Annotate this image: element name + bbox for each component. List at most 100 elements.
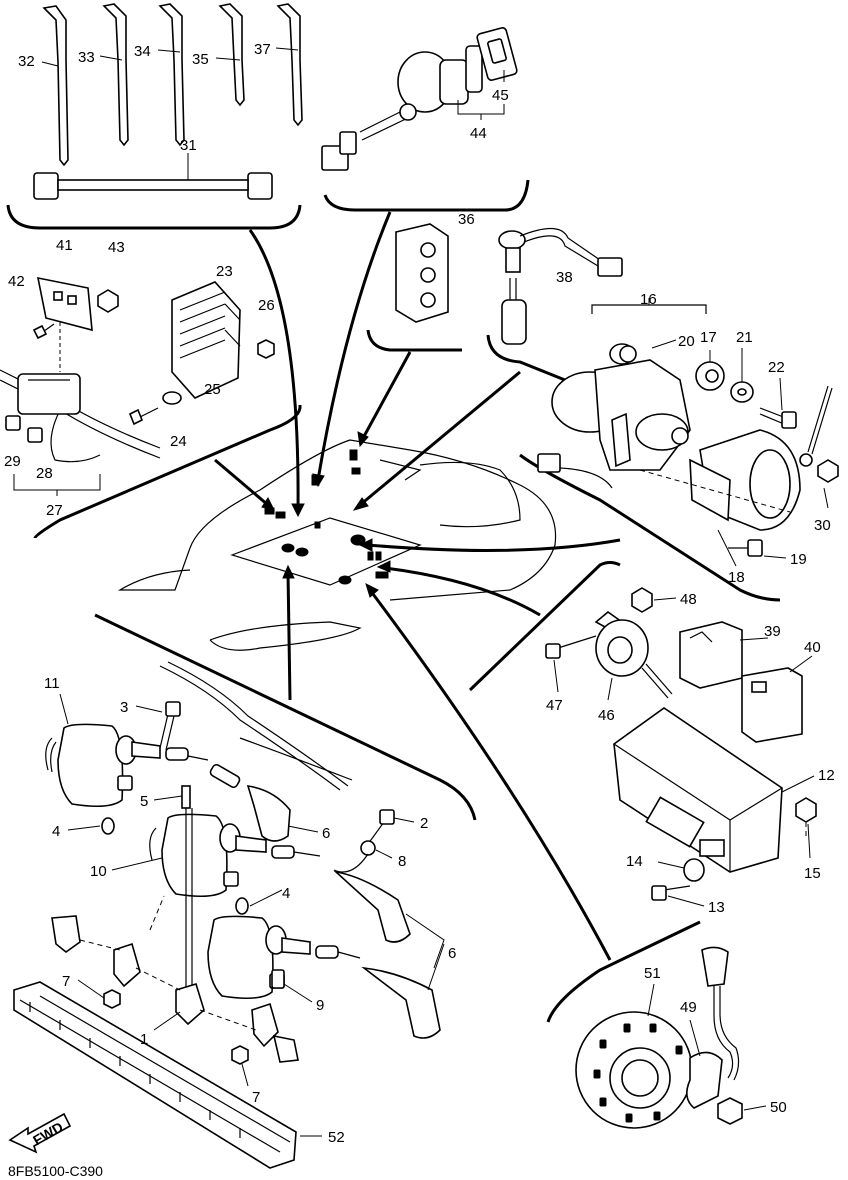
harness-connectors	[264, 449, 389, 585]
label-34: 34	[134, 43, 151, 60]
vehicle-outline	[117, 439, 557, 651]
sensor-49	[686, 946, 740, 1109]
sensor-46	[594, 610, 673, 699]
main-switch-44	[321, 45, 483, 171]
label-50: 50	[770, 1099, 787, 1116]
bolt-22	[759, 407, 797, 429]
label-49: 49	[680, 999, 697, 1016]
wire-16	[537, 453, 613, 489]
nut-26	[257, 339, 275, 359]
nut-7a	[103, 989, 121, 1009]
bolt-2	[367, 809, 395, 845]
label-44: 44	[470, 125, 487, 142]
bolt-50	[717, 1097, 743, 1125]
bolt-19	[728, 539, 763, 557]
label-20: 20	[678, 333, 695, 350]
sensor-38	[498, 227, 623, 345]
label-41: 41	[56, 237, 73, 254]
grommet-4a	[101, 817, 115, 835]
washer-25	[162, 391, 182, 405]
nut-7b	[231, 1045, 249, 1065]
label-9: 9	[316, 997, 324, 1014]
lead-30	[799, 385, 839, 483]
wire-harness-27	[0, 369, 161, 463]
rotor-51	[575, 1011, 693, 1129]
label-18: 18	[728, 569, 745, 586]
label-5: 5	[140, 793, 148, 810]
label-51: 51	[644, 965, 661, 982]
label-32: 32	[18, 53, 35, 70]
clip-9	[271, 969, 285, 989]
bracket-1	[51, 895, 299, 1063]
label-31: 31	[180, 137, 197, 154]
ignition-group	[13, 661, 445, 1169]
main-switch-group	[321, 27, 518, 171]
leader-arrows	[214, 211, 621, 961]
relay-40	[741, 667, 803, 743]
ground-8	[333, 840, 376, 873]
nut-48	[631, 587, 653, 613]
label-8: 8	[398, 853, 406, 870]
part-labels: 32 33 34 35 37 31 45 44 41 43 42 23 26 2…	[4, 41, 835, 1146]
label-7a: 7	[62, 973, 70, 990]
washer-21	[730, 381, 754, 403]
connector-29	[5, 415, 21, 431]
label-39: 39	[764, 623, 781, 640]
label-40: 40	[804, 639, 821, 656]
nut-15	[795, 797, 817, 823]
label-36: 36	[458, 211, 475, 228]
diagram-code: 8FB5100-C390	[8, 1163, 103, 1179]
label-46: 46	[598, 707, 615, 724]
nut-43	[97, 289, 119, 313]
label-17: 17	[700, 329, 717, 346]
cable-ties-group	[33, 3, 303, 200]
bolt-42	[32, 323, 55, 340]
cable-clamp-31	[33, 153, 273, 200]
bracket-41	[36, 276, 93, 332]
label-4b: 4	[282, 885, 290, 902]
label-24: 24	[170, 433, 187, 450]
label-30: 30	[814, 517, 831, 534]
guard-52	[13, 981, 297, 1169]
label-3: 3	[120, 699, 128, 716]
label-47: 47	[546, 697, 563, 714]
label-48: 48	[680, 591, 697, 608]
label-14: 14	[626, 853, 643, 870]
bolt-47	[545, 635, 597, 659]
cable-tie-35	[218, 3, 245, 107]
gear-17	[695, 361, 725, 391]
label-25: 25	[204, 381, 221, 398]
bolt-24	[128, 407, 159, 426]
label-21: 21	[736, 329, 753, 346]
label-4a: 4	[52, 823, 60, 840]
label-38: 38	[556, 269, 573, 286]
rectifier-23	[171, 281, 241, 399]
label-52: 52	[328, 1129, 345, 1146]
starter-body-16	[551, 359, 691, 471]
label-33: 33	[78, 49, 95, 66]
rectifier-group	[0, 276, 275, 496]
starter-group	[537, 298, 839, 567]
label-6a: 6	[322, 825, 330, 842]
cable-tie-34	[158, 3, 185, 147]
label-7b: 7	[252, 1089, 260, 1106]
coil-11	[45, 723, 137, 808]
label-6b: 6	[448, 945, 456, 962]
label-45: 45	[492, 87, 509, 104]
connector-28	[27, 427, 43, 443]
section-brackets	[6, 179, 781, 1023]
cap-20	[609, 343, 637, 365]
cable-tie-37	[276, 3, 303, 127]
fwd-arrow-icon: FWD	[8, 1112, 72, 1154]
label-37: 37	[254, 41, 271, 58]
label-27: 27	[46, 502, 63, 519]
label-26: 26	[258, 297, 275, 314]
starter-motor-18	[689, 429, 801, 531]
label-10: 10	[90, 863, 107, 880]
label-1: 1	[140, 1031, 148, 1048]
label-16: 16	[640, 291, 657, 308]
pickup-group	[575, 946, 767, 1129]
label-43: 43	[108, 239, 125, 256]
label-2: 2	[420, 815, 428, 832]
